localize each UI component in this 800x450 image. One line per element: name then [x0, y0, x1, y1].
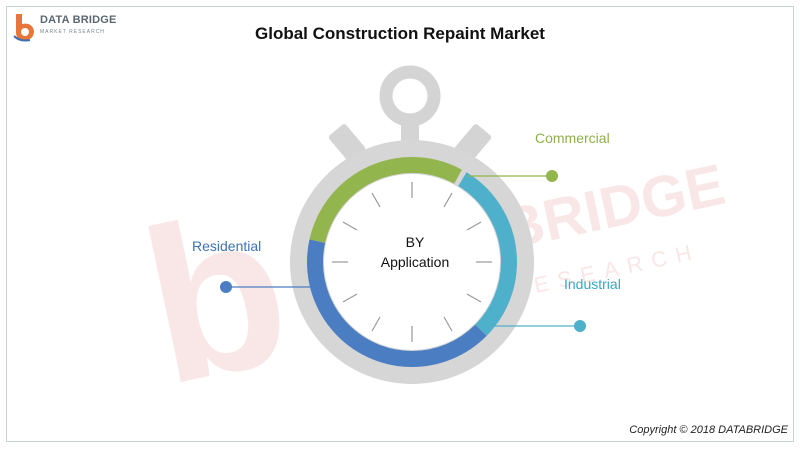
segment-label-industrial: Industrial: [564, 276, 621, 292]
logo: DATA BRIDGE MARKET RESEARCH: [12, 12, 122, 44]
callout-dot-commercial: [546, 170, 558, 182]
stopwatch-ring: [379, 65, 441, 127]
logo-brand: DATA BRIDGE: [40, 14, 117, 26]
stopwatch-face: [324, 174, 500, 350]
segment-arc-residential: [307, 157, 517, 367]
copyright: Copyright © 2018 DATABRIDGE: [629, 424, 788, 436]
page-title: Global Construction Repaint Market: [255, 24, 545, 43]
logo-icon: [13, 14, 34, 42]
segment-arc-commercial: [307, 157, 517, 367]
center-label-line2: Application: [380, 254, 450, 270]
segment-arc-industrial: [307, 157, 517, 367]
logo-subtitle: MARKET RESEARCH: [40, 29, 105, 35]
tick-marks: [332, 182, 492, 342]
stopwatch-left-button: [328, 124, 366, 162]
callout-dot-residential: [220, 281, 232, 293]
center-label-line1: BY: [405, 234, 425, 250]
segment-label-residential: Residential: [192, 238, 262, 254]
callout-dot-industrial: [574, 320, 586, 332]
segment-label-commercial: Commercial: [535, 130, 610, 146]
